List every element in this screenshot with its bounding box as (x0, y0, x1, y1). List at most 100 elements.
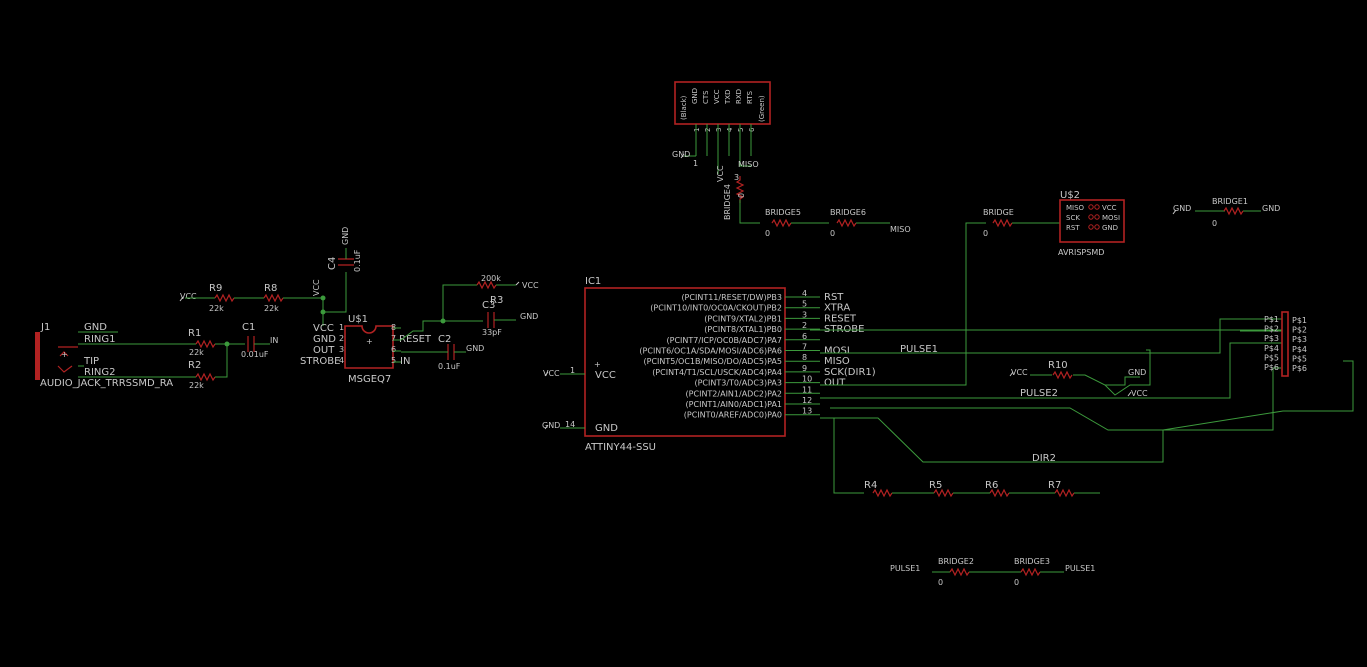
ic1-pin-label: (PCINT7/ICP/OC0B/ADC7)PA7 (667, 336, 782, 345)
u2-rst: RST (1066, 224, 1080, 232)
c1-value: 0.01uF (241, 350, 269, 359)
u1-pin5-label: IN (400, 356, 410, 367)
chip-attiny44[interactable]: IC1 ATTINY44-SSU + VCC GND 1 14 (PCINT11… (565, 276, 876, 453)
ic1-pin-number: 9 (802, 364, 807, 373)
ic1-pin-net: MOSI (824, 346, 850, 357)
u1-value: MSGEQ7 (348, 374, 391, 385)
u1-pin1-label: VCC (313, 323, 334, 334)
r3-value: 200k (481, 274, 501, 283)
ftdi-pin-number: 2 (704, 128, 712, 132)
ftdi-pin-gnd: GND (691, 88, 699, 104)
ic1-pin-net: RESET (824, 313, 857, 324)
r9-value: 22k (209, 304, 224, 313)
resistor-r2[interactable]: R2 22k (188, 360, 216, 390)
bridge3-name: BRIDGE3 (1014, 557, 1050, 566)
r10-name: R10 (1048, 360, 1068, 371)
audio-jack-j1[interactable]: J1 AUDIO_JACK_TRRSSMD_RA GND RING1 TIP R… (35, 322, 173, 389)
c4-gnd: GND (341, 227, 350, 245)
u1-pin1-num: 1 (339, 323, 344, 332)
u1-pin4-label: STROBE (300, 356, 340, 367)
resistor-r8[interactable]: R8 22k (263, 283, 284, 313)
resistor-r6[interactable]: R6 (985, 480, 1010, 498)
r2-name: R2 (188, 360, 201, 371)
r5-name: R5 (929, 480, 942, 491)
r10-vcc: VCC (1011, 368, 1028, 377)
chip-msgeq7[interactable]: U$1 + MSGEQ7 VCC GND OUT STROBE 1 2 3 4 … (300, 314, 432, 385)
u2-mosi: MOSI (1102, 214, 1120, 222)
ic1-pin-number: 6 (802, 332, 807, 341)
net-dir2-label: DIR2 (1032, 453, 1056, 464)
r2-value: 22k (189, 381, 204, 390)
ftdi-gnd-num: 1 (693, 159, 698, 168)
r6-name: R6 (985, 480, 998, 491)
ftdi-vcc-net: VCC (716, 165, 725, 182)
header-pin-left: P$1 (1264, 315, 1279, 324)
avrisp-header[interactable]: U$2 MISO SCK RST VCC MOSI GND AVRISPSMD (1058, 190, 1125, 257)
bridge3-pulse1-right: PULSE1 (1065, 564, 1095, 573)
r3-name: R3 (490, 295, 503, 306)
header-pin-left: P$2 (1264, 325, 1279, 334)
ic1-pin-label: (PCINT10/INT0/OC0A/CKOUT)PB2 (650, 304, 782, 313)
ic1-gnd-label: GND (595, 423, 618, 434)
header-pin-left: P$3 (1264, 334, 1279, 343)
vcc-label-u1: VCC (312, 279, 321, 296)
ic1-pin-label: (PCINT3/T0/ADC3)PA3 (694, 379, 782, 388)
bridge3-value: 0 (1014, 578, 1019, 587)
header-pin-right: P$4 (1292, 345, 1307, 354)
ic1-pin-net: MISO (824, 356, 850, 367)
ic1-pin-label: (PCINT11/RESET/DW)PB3 (681, 293, 782, 302)
resistor-r7[interactable]: R7 (1048, 480, 1075, 498)
resistor-r4[interactable]: R4 (864, 480, 893, 498)
u1-pin5-num: 5 (391, 356, 396, 365)
bridge5[interactable]: BRIDGE5 0 (765, 208, 801, 238)
resistor-r1[interactable]: R1 22k (188, 328, 216, 357)
c3-name: C3 (482, 300, 495, 311)
c1-net-in: IN (270, 336, 278, 345)
ic1-pin-label: (PCINT4/T1/SCL/USCK/ADC4)PA4 (652, 368, 782, 377)
ftdi-pin-number: 3 (715, 128, 723, 132)
r8-name: R8 (264, 283, 277, 294)
ftdi-pin-number: 5 (737, 128, 745, 132)
ic1-pin-net: RST (824, 292, 844, 303)
u1-name: U$1 (348, 314, 368, 325)
resistor-r3[interactable]: 200k R3 (476, 274, 503, 306)
r1-value: 22k (189, 348, 204, 357)
capacitor-c1[interactable]: C1 0.01uF (241, 322, 269, 359)
ic1-pin-label: (PCINT2/AIN1/ADC2)PA2 (686, 389, 782, 398)
ic1-pin-net: XTRA (824, 303, 850, 314)
ic1-vcc-num: 1 (570, 366, 575, 375)
capacitor-c4[interactable]: C4 0.1uF (327, 249, 362, 272)
r4-name: R4 (864, 480, 877, 491)
header-pin-left: P$4 (1264, 344, 1279, 353)
j1-pin-gnd: GND (84, 322, 107, 333)
bridge4[interactable]: BRIDGE4 0 (723, 176, 746, 220)
header-pin-right: P$1 (1292, 316, 1307, 325)
ftdi-pin-rxd: RXD (735, 89, 743, 104)
bridge4-name: BRIDGE4 (723, 184, 732, 220)
resistor-r9[interactable]: R9 22k (209, 283, 235, 313)
ftdi-header[interactable]: (Black) GND CTS VCC TXD RXD RTS (Green) … (674, 81, 771, 132)
bridge1[interactable]: BRIDGE1 0 (1212, 197, 1248, 228)
bridge2[interactable]: BRIDGE2 0 (938, 557, 974, 587)
c4-value: 0.1uF (353, 249, 362, 272)
bridge[interactable]: BRIDGE 0 (983, 208, 1014, 238)
c2-value: 0.1uF (438, 362, 461, 371)
ic1-pin-number: 10 (802, 375, 812, 384)
resistor-r10[interactable]: R10 (1048, 360, 1073, 380)
j1-pin-ring1: RING1 (84, 334, 116, 345)
ftdi-pin-cts: CTS (702, 90, 710, 104)
header-pin-right: P$6 (1292, 364, 1307, 373)
net-pulse2-label: PULSE2 (1020, 388, 1058, 399)
u1-pin2-num: 2 (339, 334, 344, 343)
ftdi-pin-vcc: VCC (713, 89, 721, 104)
bridge2-pulse1-left: PULSE1 (890, 564, 920, 573)
svg-text:+: + (61, 350, 68, 359)
resistor-r5[interactable]: R5 (929, 480, 954, 498)
bridge3[interactable]: BRIDGE3 0 (1014, 557, 1050, 587)
bridge6[interactable]: BRIDGE6 0 (830, 208, 866, 238)
bridge1-gnd-left: GND (1173, 204, 1191, 213)
ftdi-gnd-net: GND (672, 150, 690, 159)
c1-name: C1 (242, 322, 255, 333)
